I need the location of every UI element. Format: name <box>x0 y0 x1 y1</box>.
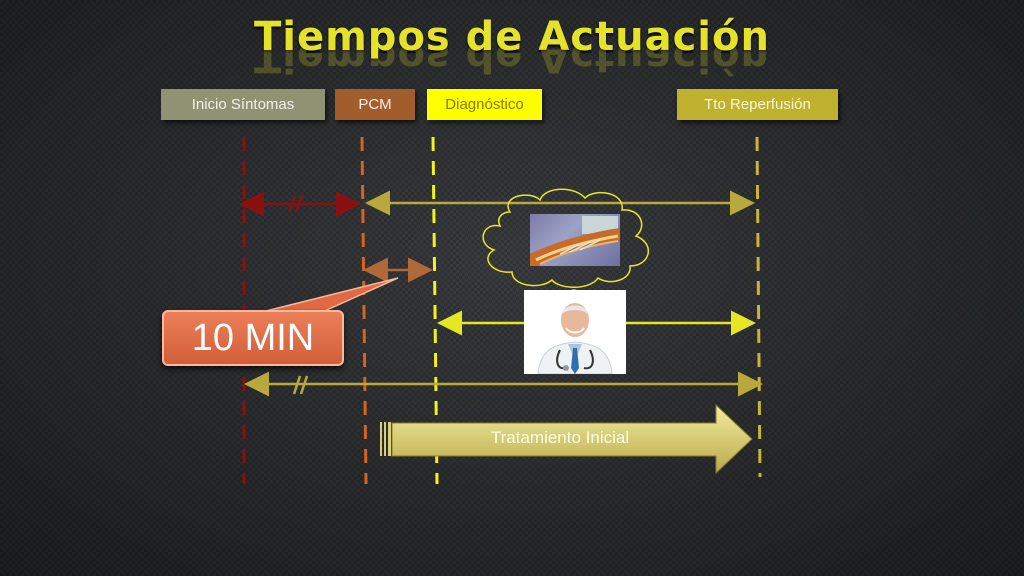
break-mark-2 <box>294 195 304 213</box>
time-badge-10-min: 10 MIN <box>162 310 344 366</box>
phase-label-pcm: PCM <box>335 89 415 120</box>
break-mark-3 <box>292 375 302 395</box>
break-mark-1 <box>287 195 297 213</box>
break-mark-4 <box>299 375 309 395</box>
phase-label-diagnostico: Diagnóstico <box>427 89 542 120</box>
treatment-arrow-label: Tratamiento Inicial <box>490 428 630 447</box>
timeline-marker-pcm <box>360 136 368 485</box>
timeline-marker-tto <box>755 136 762 478</box>
treatment-arrow-shape <box>380 403 753 475</box>
phase-label-inicio-sintomas: Inicio Síntomas <box>161 89 325 120</box>
slide-title: Tiempos de Actuación <box>254 14 770 60</box>
phase-label-tto-reperfusion: Tto Reperfusión <box>677 89 838 120</box>
artery-stent-illustration <box>530 214 620 266</box>
doctor-photo <box>524 290 626 374</box>
